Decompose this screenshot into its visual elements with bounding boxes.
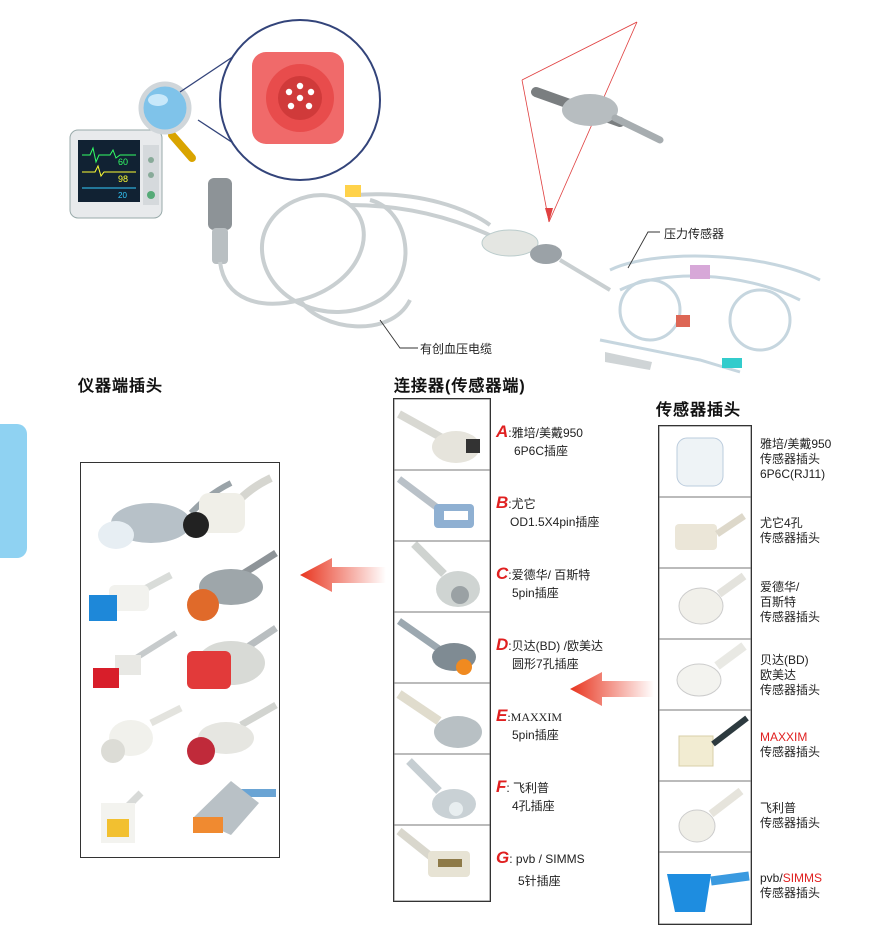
monitor-value-1: 60 <box>118 157 128 167</box>
connector-letter: D <box>496 635 509 654</box>
sensor-label-7: pvb/SIMMS 传感器插头 <box>760 871 823 900</box>
sensor-label-4: 贝达(BD)欧美达传感器插头 <box>760 653 821 697</box>
connector-label-f: F: 飞利普 4孔插座 <box>496 777 555 813</box>
zoom-connector-detail <box>219 19 381 181</box>
connector-letter: F <box>496 777 507 796</box>
cable-tag <box>345 185 361 197</box>
arrow-left-2 <box>570 672 654 706</box>
sensor-plug-images <box>658 425 752 925</box>
sensor-part <box>690 265 710 279</box>
ibp-cable-callout: 有创血压电缆 <box>420 342 493 356</box>
sensor-plug-column <box>658 425 752 925</box>
connector-label-a: A:雅培/美戴950 6P6C插座 <box>496 422 583 458</box>
top-illustration: 60 98 20 <box>69 19 821 374</box>
monitor-value-2: 98 <box>118 174 128 184</box>
connector-label-g: G: pvb / SIMMS 5针插座 <box>496 848 585 888</box>
connector-label-e: E:MAXXIM 5pin插座 <box>496 706 563 742</box>
instrument-plug-images <box>89 474 278 843</box>
instrument-plug <box>208 178 232 264</box>
sensor-connector <box>481 229 612 292</box>
plug-red-round <box>187 701 278 765</box>
plug-red-large <box>187 625 278 689</box>
plug-orange-gray <box>187 550 278 621</box>
plug-blue <box>89 571 173 621</box>
monitor-value-3: 20 <box>118 191 127 200</box>
plug-red-small <box>93 630 178 688</box>
plug-orange-angled <box>193 781 276 835</box>
connector-labels: A:雅培/美戴950 6P6C插座 B:尤它 OD1.5X4pin插座 C:爱德… <box>496 398 646 900</box>
connector-letter: G <box>496 848 510 867</box>
connector-letter: A <box>496 422 509 441</box>
connector-label-d: D:贝达(BD) /欧美达 圆形7孔插座 <box>496 635 603 671</box>
plug-white-round <box>101 704 183 763</box>
plug-yellow <box>101 790 144 843</box>
instrument-plug-grid <box>80 462 280 858</box>
connector-letter: B <box>496 493 509 512</box>
sensor-label-2: 尤它4孔传感器插头 <box>760 516 821 545</box>
connector-letter: E <box>496 706 508 725</box>
connector-letter: C <box>496 564 509 583</box>
connector-column <box>393 398 491 902</box>
connector-images <box>393 398 491 902</box>
magnifier-icon <box>138 81 196 162</box>
sensor-flush <box>722 358 742 368</box>
ibp-cable <box>218 192 501 329</box>
heading-connectors: 连接器(传感器端) <box>394 378 526 395</box>
heading-sensor-plugs: 传感器插头 <box>656 402 742 419</box>
side-tab <box>0 424 27 558</box>
heading-instrument-plugs: 仪器端插头 <box>78 378 164 395</box>
connector-zoom-callout <box>521 21 664 223</box>
patient-monitor: 60 98 20 <box>69 129 163 219</box>
sensor-label-6: 飞利普传感器插头 <box>760 801 821 830</box>
sensor-spike <box>605 352 652 370</box>
connector-label-c: C:爱德华/ 百斯特 5pin插座 <box>496 564 591 600</box>
arrow-left-1 <box>300 558 386 592</box>
sensor-valve <box>676 315 690 327</box>
pressure-sensor-callout: 压力传感器 <box>664 227 725 241</box>
sensor-label-3: 爱德华/百斯特传感器插头 <box>760 580 821 624</box>
connector-label-b: B:尤它 OD1.5X4pin插座 <box>496 493 600 529</box>
plug-white-black <box>183 474 273 538</box>
